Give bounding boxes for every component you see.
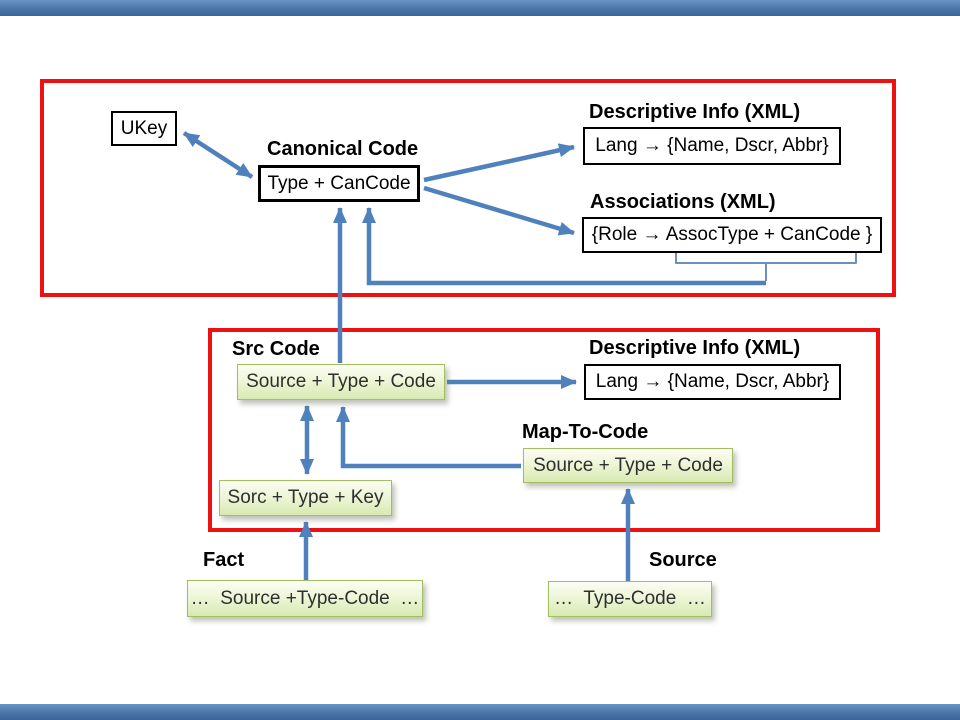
associations-box-text: {Role → AssocType + CanCode } bbox=[591, 224, 873, 245]
top-accent-bar bbox=[0, 0, 960, 16]
src-code-box: Source + Type + Code bbox=[237, 364, 445, 400]
associations-label: Associations (XML) bbox=[590, 191, 776, 213]
lang-box-1-text: Lang → {Name, Dscr, Abbr} bbox=[595, 135, 829, 156]
source-box: … Type-Code … bbox=[548, 581, 712, 617]
map-to-code-box-text: Source + Type + Code bbox=[533, 454, 723, 476]
map-to-code-label: Map-To-Code bbox=[522, 421, 649, 443]
cancode-box: Type + CanCode bbox=[258, 165, 420, 202]
fact-box-text: … Source +Type-Code … bbox=[190, 587, 420, 609]
source-box-text: … Type-Code … bbox=[554, 588, 706, 609]
lang-box-2: Lang → {Name, Dscr, Abbr} bbox=[584, 364, 841, 400]
source-label: Source bbox=[649, 549, 717, 571]
descriptive-info-label-2: Descriptive Info (XML) bbox=[589, 337, 801, 359]
map-to-code-box: Source + Type + Code bbox=[523, 448, 733, 483]
ukey-box: UKey bbox=[111, 111, 177, 146]
src-code-label: Src Code bbox=[232, 338, 320, 360]
src-code-box-text: Source + Type + Code bbox=[246, 371, 436, 392]
lang-box-2-text: Lang → {Name, Dscr, Abbr} bbox=[595, 371, 830, 392]
descriptive-info-label-1: Descriptive Info (XML) bbox=[589, 101, 801, 123]
canonical-code-label: Canonical Code bbox=[267, 138, 419, 160]
source-section-frame bbox=[208, 328, 880, 532]
cancode-box-text: Type + CanCode bbox=[267, 172, 411, 194]
sorc-key-box: Sorc + Type + Key bbox=[219, 480, 392, 516]
canonical-section-frame bbox=[40, 79, 896, 297]
fact-label: Fact bbox=[203, 549, 245, 571]
sorc-key-box-text: Sorc + Type + Key bbox=[227, 487, 384, 508]
ukey-box-text: UKey bbox=[120, 117, 168, 139]
bottom-accent-bar bbox=[0, 704, 960, 720]
fact-box: … Source +Type-Code … bbox=[187, 580, 423, 617]
associations-box: {Role → AssocType + CanCode } bbox=[582, 217, 882, 253]
lang-box-1: Lang → {Name, Dscr, Abbr} bbox=[583, 127, 841, 165]
